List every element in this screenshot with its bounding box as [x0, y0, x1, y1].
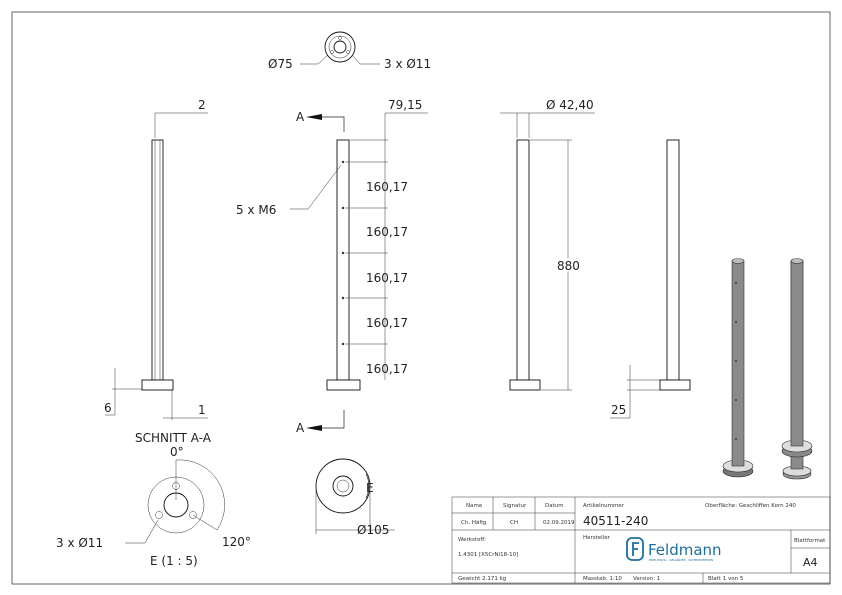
manufacturer-label: Hersteller [583, 535, 611, 541]
drafter-name: Ch. Häfig [461, 520, 486, 526]
bottom-diameter: Ø105 [357, 523, 389, 537]
feldmann-logo: Feldmann EDELSTAHL · GELÄNDER · SCHMIEDE… [626, 537, 722, 562]
bottom-view: E Ø105 [315, 458, 395, 537]
angle-start: 0° [170, 445, 184, 459]
isometric-renders [722, 258, 813, 480]
top-holes-label: 3 x Ø11 [384, 57, 431, 71]
article-label: Artikelnummer [583, 503, 625, 509]
name-label: Name [466, 503, 483, 509]
sheet-number: Blatt 1 von 5 [708, 576, 744, 582]
side-view: Ø 42,40 880 [500, 98, 595, 391]
right-dim-base: 25 [611, 403, 626, 417]
dim-wall: 2 [198, 98, 206, 112]
right-view: 25 [610, 139, 691, 419]
spacing-1: 160,17 [366, 180, 408, 194]
top-view: Ø75 3 x Ø11 [268, 31, 431, 71]
dim-top: 79,15 [388, 98, 422, 112]
material-label: Werkstoff: [458, 537, 486, 543]
spacing-2: 160,17 [366, 225, 408, 239]
surface: Oberfläche: Geschliffen Korn 240 [705, 503, 796, 509]
front-view: A A 79,15 160,17 160,17 160,17 160,17 16… [236, 98, 428, 435]
date-label: Datum [545, 503, 564, 509]
brand-name: Feldmann [648, 541, 722, 559]
signature: CH [510, 520, 518, 526]
side-height: 880 [557, 259, 580, 273]
section-title: SCHNITT A-A [135, 431, 212, 445]
dim-offset: 1 [198, 403, 206, 417]
spacing-3: 160,17 [366, 271, 408, 285]
format: A4 [803, 556, 818, 569]
title-block: Name Signatur Datum Ch. Häfig CH 02.09.2… [451, 496, 831, 584]
detail-holes: 3 x Ø11 [56, 536, 103, 550]
version: Version: 1 [633, 576, 660, 582]
scale: Masstab: 1:10 [583, 576, 622, 582]
weight: Gewicht 2.171 kg [458, 576, 506, 582]
thread-callout: 5 x M6 [236, 203, 276, 217]
top-diameter-label: Ø75 [268, 57, 293, 71]
format-label: Blattformat [794, 538, 826, 544]
detail-label: E (1 : 5) [150, 554, 198, 568]
section-marker-top: A [296, 110, 305, 124]
material: 1.4301 [X5CrNi18-10] [458, 552, 518, 558]
signature-label: Signatur [503, 503, 527, 509]
spacing-4: 160,17 [366, 316, 408, 330]
section-marker-bottom: A [296, 421, 305, 435]
date: 02.09.2019 [543, 520, 575, 526]
sheet-border [11, 11, 831, 585]
spacing-5: 160,17 [366, 362, 408, 376]
brand-tagline: EDELSTAHL · GELÄNDER · SCHMIEDEEISEN [649, 557, 713, 562]
detail-marker-e: E [366, 481, 374, 495]
article-number: 40511-240 [583, 514, 648, 528]
section-view: 2 6 1 SCHNITT A-A [104, 98, 212, 445]
detail-e: 0° 120° 3 x Ø11 E (1 : 5) [56, 445, 251, 568]
dim-base-thickness: 6 [104, 401, 112, 415]
angle-120: 120° [222, 535, 251, 549]
side-diameter: Ø 42,40 [546, 98, 594, 112]
